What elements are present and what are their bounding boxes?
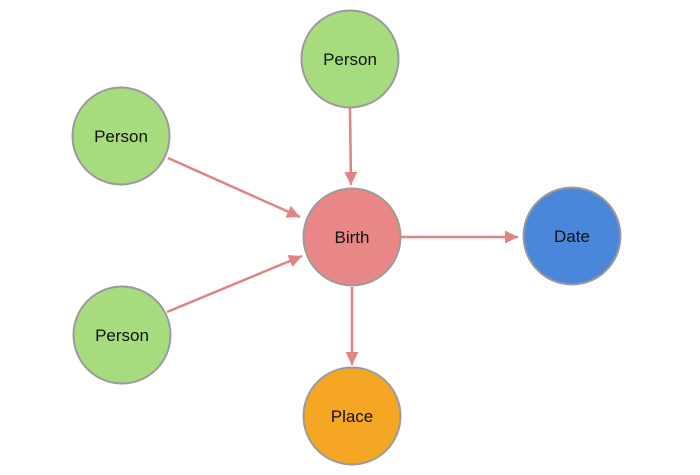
nodes-layer: Person Person Person Birth Date Place [71,9,622,466]
node-birth-circle [302,187,402,287]
node-person-top-circle [300,9,400,109]
node-birth: Birth [302,187,402,287]
edges-layer [166,107,518,365]
node-date-label: Date [554,227,590,246]
node-person-lower-left: Person [72,285,172,385]
node-date: Date [522,186,622,286]
node-place: Place [302,366,402,466]
edge-person-top-to-birth [344,107,358,186]
node-place-label: Place [331,407,374,426]
node-person-lower-left-label: Person [95,326,149,345]
node-person-top: Person [300,9,400,109]
edge-person-upper-left-to-birth [167,156,301,219]
node-person-upper-left-label: Person [94,127,148,146]
node-birth-label: Birth [335,228,370,247]
node-person-upper-left: Person [71,86,171,186]
edge-person-lower-left-to-birth [166,254,303,314]
node-date-circle [522,186,622,286]
node-person-upper-left-circle [71,86,171,186]
node-place-circle [302,366,402,466]
node-person-top-label: Person [323,50,377,69]
node-person-lower-left-circle [72,285,172,385]
